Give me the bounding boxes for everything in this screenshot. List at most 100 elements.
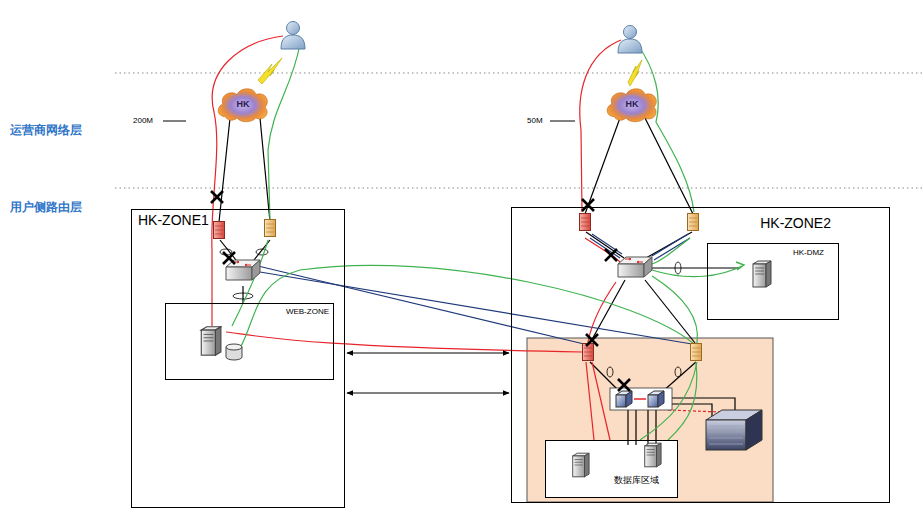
isp-cloud: HK xyxy=(603,85,661,123)
wan-link xyxy=(645,118,693,214)
link-aggregation xyxy=(607,367,613,377)
storage-array xyxy=(706,420,746,450)
cloud-outline xyxy=(218,89,267,122)
lightning xyxy=(258,58,282,84)
lan-link xyxy=(242,286,243,303)
zone-ground xyxy=(527,338,773,502)
server-icon xyxy=(201,261,771,477)
traffic-path-green xyxy=(232,44,744,440)
link-aggregation xyxy=(220,249,681,377)
zone-ground xyxy=(707,243,839,320)
firewall-icon xyxy=(583,344,594,361)
inter-zone-link xyxy=(652,234,688,256)
wan-link xyxy=(219,118,230,222)
server-icon xyxy=(645,443,661,467)
storage-array xyxy=(706,410,762,450)
zone-ground xyxy=(165,243,839,502)
switch-icon xyxy=(226,257,652,280)
core-switch-pair xyxy=(648,391,664,407)
traffic-path-red xyxy=(588,282,616,342)
traffic-path-green xyxy=(736,262,744,270)
server-icon xyxy=(201,327,221,355)
layer-label: 用户侧路由层 xyxy=(10,199,82,216)
bandwidth-label: 50M xyxy=(527,116,543,125)
user-icon xyxy=(281,22,642,54)
firewall-icon xyxy=(688,214,699,231)
layer-divider xyxy=(115,73,923,188)
lightning xyxy=(258,58,642,86)
zone-title: HK-ZONE1 xyxy=(138,212,209,228)
inter-zone-connector xyxy=(347,393,509,394)
zone-box: WEB-ZONE xyxy=(165,303,334,380)
wan-link xyxy=(585,118,620,214)
traffic-path-red xyxy=(212,36,283,326)
zone-box: HK-DMZ xyxy=(707,243,839,320)
core-switch-pair xyxy=(616,391,632,407)
firewall-icon xyxy=(265,220,276,237)
server-icon xyxy=(573,453,589,477)
lan-link xyxy=(220,232,740,445)
traffic-path-green xyxy=(232,240,268,326)
traffic-path-green xyxy=(637,44,694,212)
inter-zone-link xyxy=(258,234,692,344)
switch-icon xyxy=(226,260,260,280)
layer-divider xyxy=(115,188,923,189)
traffic-path-red xyxy=(592,362,610,440)
bandwidth-leader xyxy=(550,121,575,122)
link-down-mark xyxy=(223,252,235,264)
bandwidth-label: 200M xyxy=(133,116,153,125)
zone-title: 数据库区域 xyxy=(614,474,659,487)
zone-title: HK xyxy=(237,99,250,109)
storage-array xyxy=(709,426,743,444)
firewall-icon xyxy=(214,214,702,361)
traffic-path-red xyxy=(580,40,621,212)
traffic-path-green xyxy=(652,238,690,264)
user-icon xyxy=(618,26,642,54)
link-down-mark xyxy=(605,249,617,261)
bandwidth-leader xyxy=(163,121,575,122)
zone-title: HK xyxy=(626,99,639,109)
traffic-path-green xyxy=(652,266,742,277)
lan-link xyxy=(652,267,740,268)
lan-link xyxy=(662,362,696,392)
core-switch-pair xyxy=(634,398,646,400)
link-aggregation xyxy=(675,367,681,377)
link-aggregation xyxy=(233,293,253,299)
zone-box: 数据库区域 xyxy=(545,440,678,498)
isp-cloud: HK xyxy=(214,85,272,123)
lightning xyxy=(628,60,642,86)
link-down-mark xyxy=(211,191,223,203)
zone-title: HK-ZONE2 xyxy=(760,215,831,231)
traffic-path-green xyxy=(652,276,697,343)
inter-zone-link xyxy=(260,272,692,344)
traffic-path-red xyxy=(226,332,582,352)
inter-zone-link xyxy=(654,238,690,260)
traffic-path-green xyxy=(240,265,694,348)
link-aggregation xyxy=(256,249,268,255)
server-icon xyxy=(753,261,771,287)
lan-link xyxy=(590,362,620,392)
zone-box: HK-ZONE2HK-DMZ 数据库区域 xyxy=(511,207,890,503)
inter-zone-link xyxy=(590,238,620,258)
user-icon xyxy=(281,22,305,50)
traffic-path-red xyxy=(586,362,594,440)
disk-icon xyxy=(226,344,242,360)
layer-divider xyxy=(115,73,923,74)
inter-zone-link xyxy=(258,266,584,344)
storage-array xyxy=(746,410,762,450)
cloud-outline xyxy=(607,89,656,122)
bandwidth-leader xyxy=(163,121,186,122)
zone-box: HK-ZONE1WEB-ZONE xyxy=(131,209,345,508)
layer-label: 运营商网络层 xyxy=(10,122,82,139)
inter-zone-connector xyxy=(347,353,509,354)
firewall-icon xyxy=(691,344,702,361)
disk-icon xyxy=(226,344,242,350)
link-down-mark xyxy=(618,379,630,391)
zone-title: WEB-ZONE xyxy=(286,307,329,316)
firewall-icon xyxy=(214,222,225,239)
link-down-mark xyxy=(211,191,630,391)
